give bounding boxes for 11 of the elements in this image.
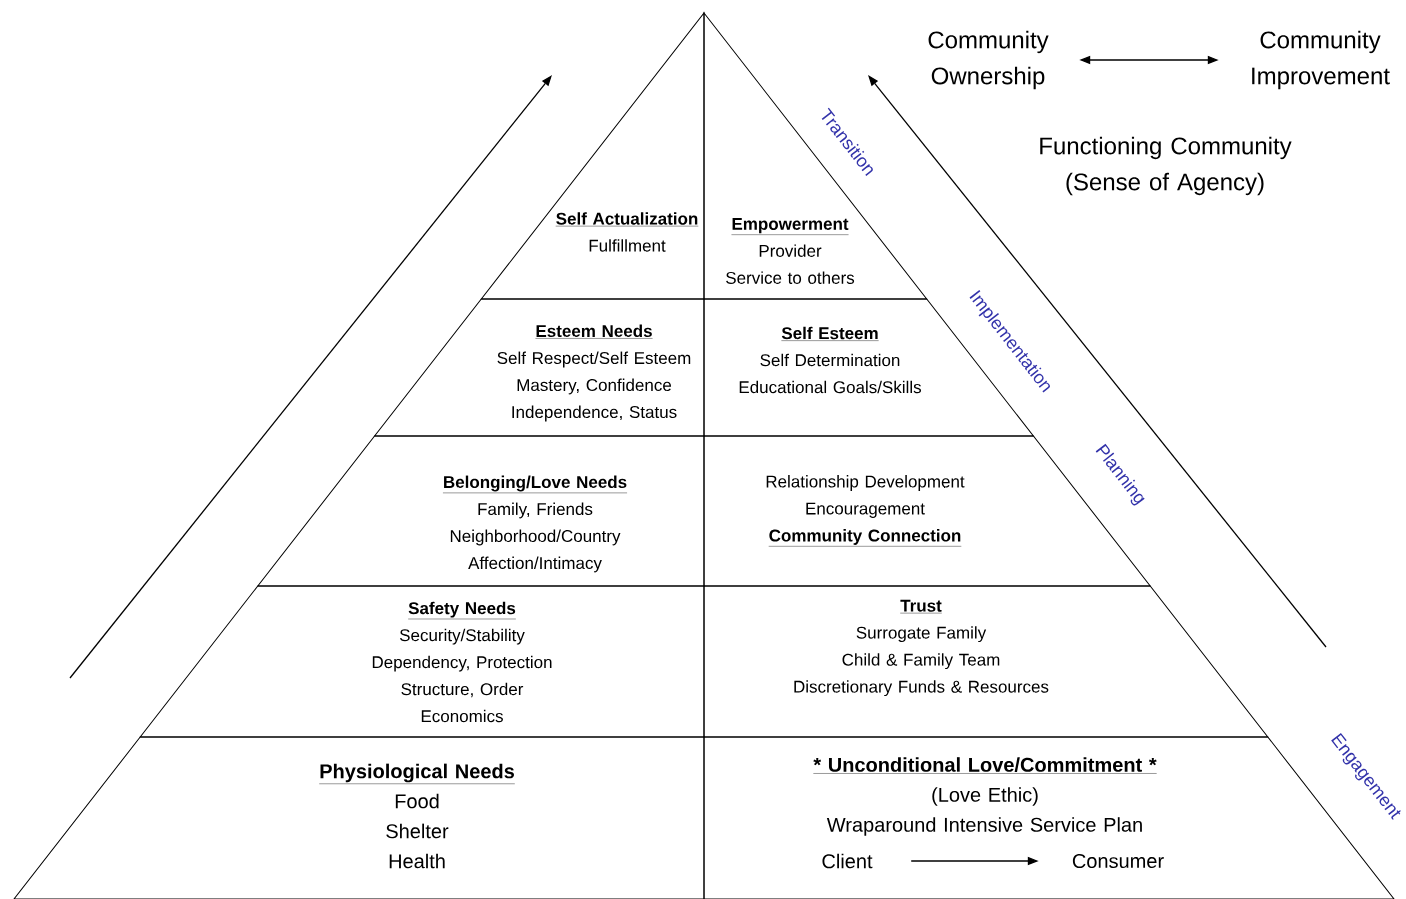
- outcome-text: Community Improvement: [1252, 30, 1390, 90]
- cell-text: Physiological Needs Food Shelter Health: [13, 736, 705, 899]
- outcome-text: Community Ownership: [928, 30, 1049, 90]
- cell-text: Trust Surrogate Family Child & Family Team Discretionary Funds & Resources: [703, 585, 1269, 738]
- outcome-text: Functioning Community (Sense of Agency): [1040, 136, 1292, 196]
- flow-term: Consumer: [1072, 853, 1164, 869]
- cell-text: Esteem Needs Self Respect/Self Esteem Mastery, Confidence Independence, Status: [374, 298, 705, 437]
- flow-term: Client: [822, 853, 873, 869]
- cell-text: Safety Needs Security/Stability Dependency, Protection Structure, Order Economics: [139, 585, 705, 738]
- cell-text: Belonging/Love Needs Family, Friends Neighborhood/Country Affection/Intimacy: [257, 435, 705, 587]
- cell-text: Self Actualization Fulfillment: [480, 12, 705, 300]
